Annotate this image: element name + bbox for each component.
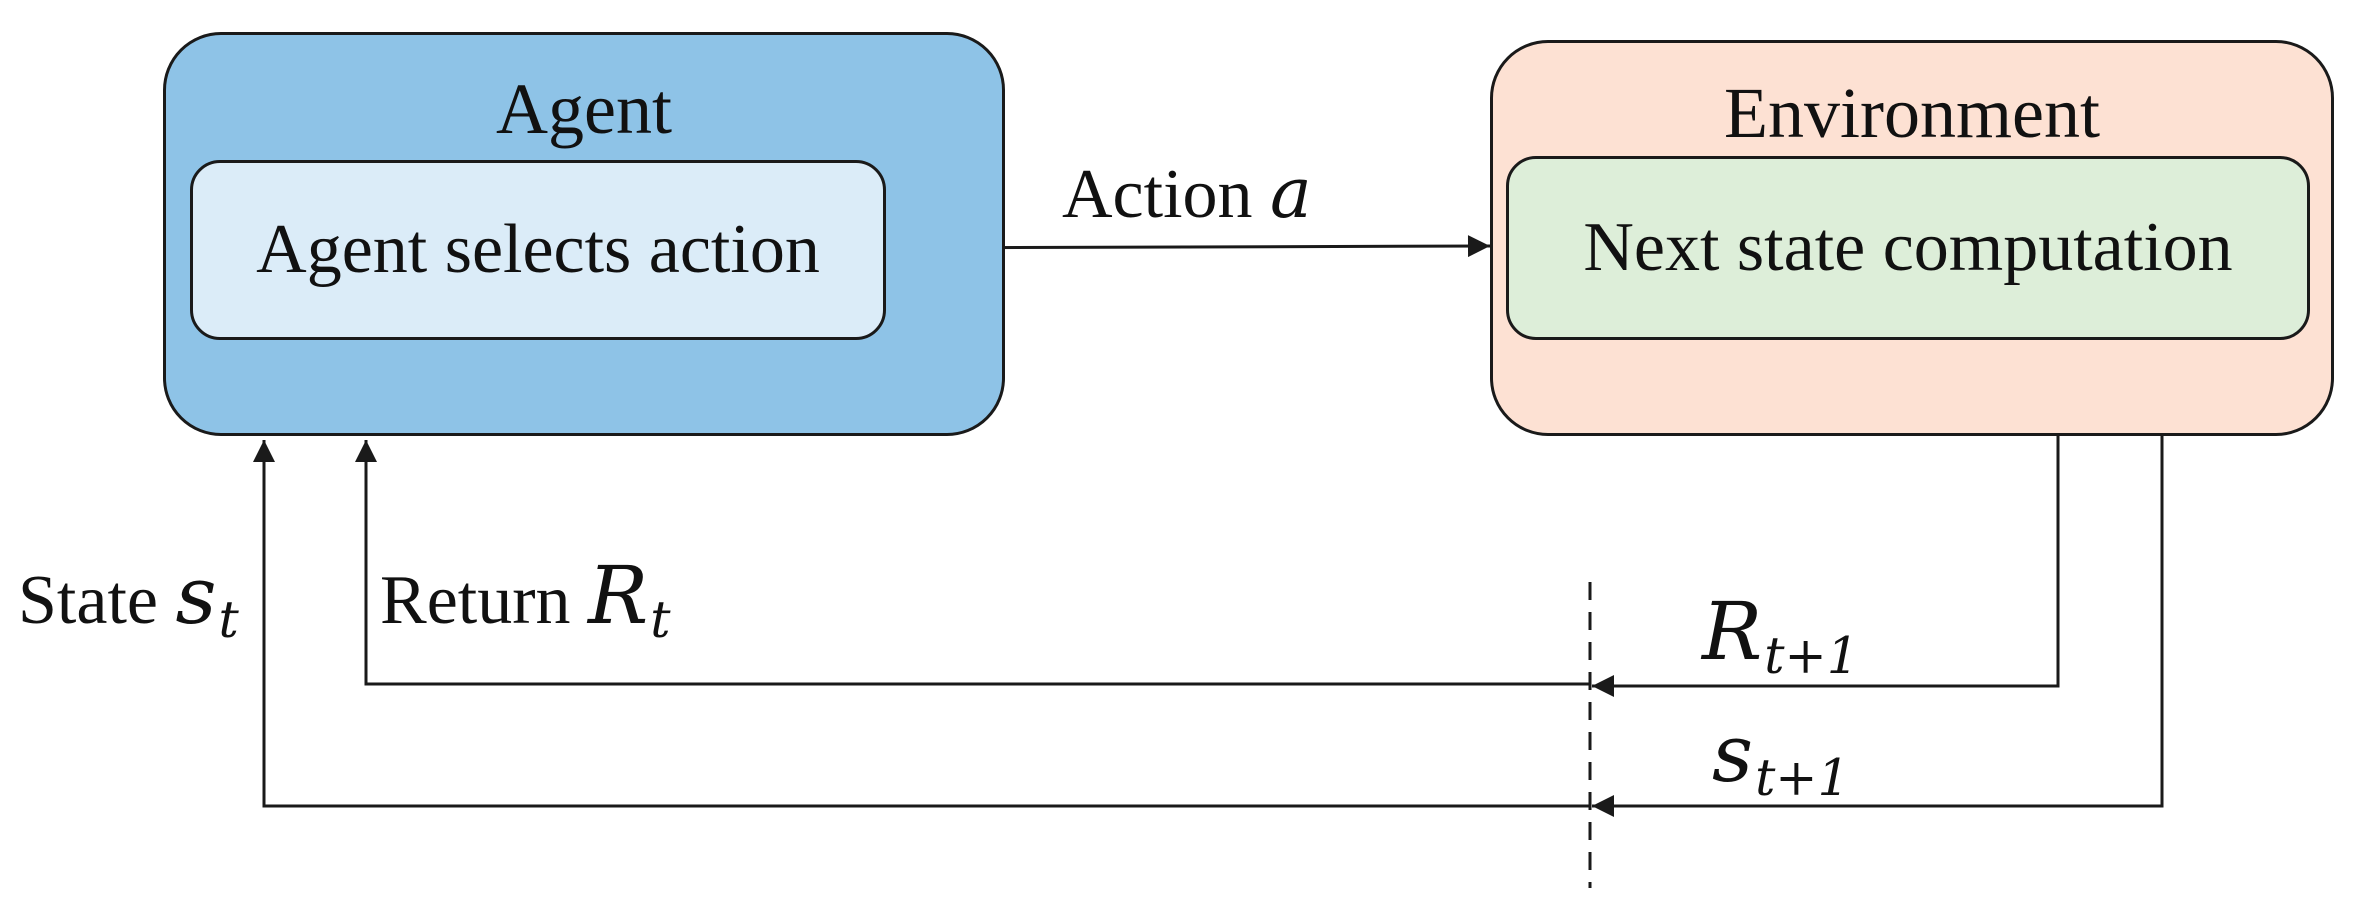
agent-selects-action-box: Agent selects action	[190, 160, 886, 340]
state-label-text: State	[18, 562, 176, 639]
environment-title: Environment	[1724, 73, 2100, 153]
state-subscript: t	[218, 590, 239, 650]
next-return-label: Rt+1	[1702, 592, 1859, 681]
state-label: State st	[18, 556, 239, 645]
return-label: Return Rt	[380, 556, 671, 645]
next-state-subscript: t+1	[1755, 748, 1850, 808]
next-return-symbol: R	[1702, 585, 1763, 678]
next-state-computation-box: Next state computation	[1506, 156, 2310, 340]
state-line	[253, 440, 1590, 808]
next-return-line	[1592, 436, 2060, 697]
return-label-text: Return	[380, 562, 589, 639]
next-return-subscript: t+1	[1764, 626, 1859, 686]
agent-box: Agent Agent selects action	[163, 32, 1005, 436]
return-subscript: t	[650, 590, 671, 650]
agent-inner-label: Agent selects action	[256, 211, 820, 288]
environment-box: Environment Next state computation	[1490, 40, 2334, 436]
action-label-text: Action	[1062, 156, 1271, 233]
next-state-label: st+1	[1712, 714, 1850, 803]
return-line	[355, 440, 1590, 686]
action-symbol: a	[1270, 152, 1312, 234]
action-label: Action a	[1062, 158, 1312, 230]
next-state-symbol: s	[1712, 707, 1754, 800]
state-symbol: s	[175, 549, 217, 642]
environment-inner-label: Next state computation	[1583, 209, 2233, 286]
next-state-line	[1592, 436, 2164, 817]
return-symbol: R	[588, 549, 649, 642]
agent-title: Agent	[496, 69, 672, 149]
